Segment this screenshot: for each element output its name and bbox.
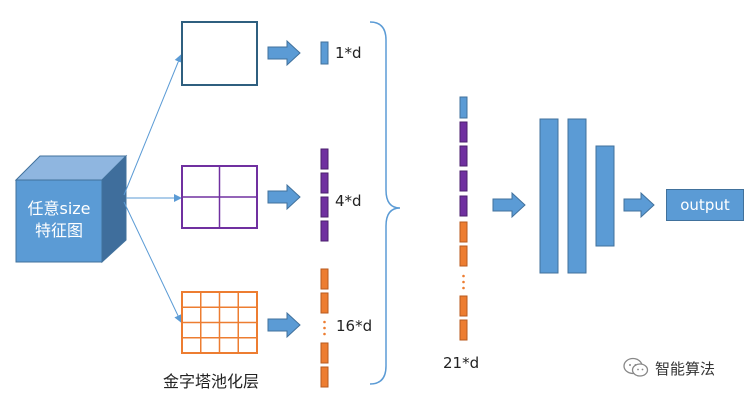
- vector-16d: [320, 268, 329, 388]
- label-16d: 16*d: [336, 317, 373, 335]
- concat-vector: [459, 96, 468, 341]
- block-arrow-1: [267, 39, 301, 67]
- fc-layer-1: [539, 118, 559, 274]
- wechat-icon: [623, 357, 649, 377]
- block-arrow-to-output: [623, 191, 655, 219]
- arrow-to-grid-4: [123, 201, 182, 323]
- block-arrow-2: [267, 183, 301, 211]
- pyramid-caption: 金字塔池化层: [163, 372, 260, 391]
- concat-brace: [369, 21, 401, 385]
- label-21d: 21*d: [443, 354, 480, 372]
- output-box: output: [666, 189, 744, 221]
- watermark: 智能算法: [623, 357, 715, 379]
- feature-map-cube: [14, 154, 128, 264]
- fc-layer-2: [567, 118, 587, 274]
- output-label: output: [680, 196, 730, 214]
- fc-layers: [539, 118, 615, 274]
- block-arrows-grid: [267, 39, 301, 339]
- block-arrow-3: [267, 311, 301, 339]
- grid-2x2: [181, 165, 258, 229]
- feature-map-label: 任意size 特征图: [16, 198, 102, 242]
- feature-map-line1: 任意size: [27, 199, 91, 218]
- grid-4x4: [181, 291, 258, 354]
- grid-1x1: [181, 21, 258, 86]
- label-1d: 1*d: [335, 44, 362, 62]
- label-4d: 4*d: [335, 192, 362, 210]
- vector-1d: [320, 41, 329, 65]
- vector-16d-ellipsis: [323, 320, 326, 336]
- cube-to-grid-arrows: [123, 54, 183, 323]
- feature-map-line2: 特征图: [34, 221, 83, 240]
- block-arrow-to-fc: [492, 191, 526, 219]
- fc-layer-3: [595, 145, 615, 247]
- arrow-to-grid-1: [123, 54, 183, 196]
- vector-4d: [320, 148, 329, 242]
- watermark-text: 智能算法: [655, 359, 716, 378]
